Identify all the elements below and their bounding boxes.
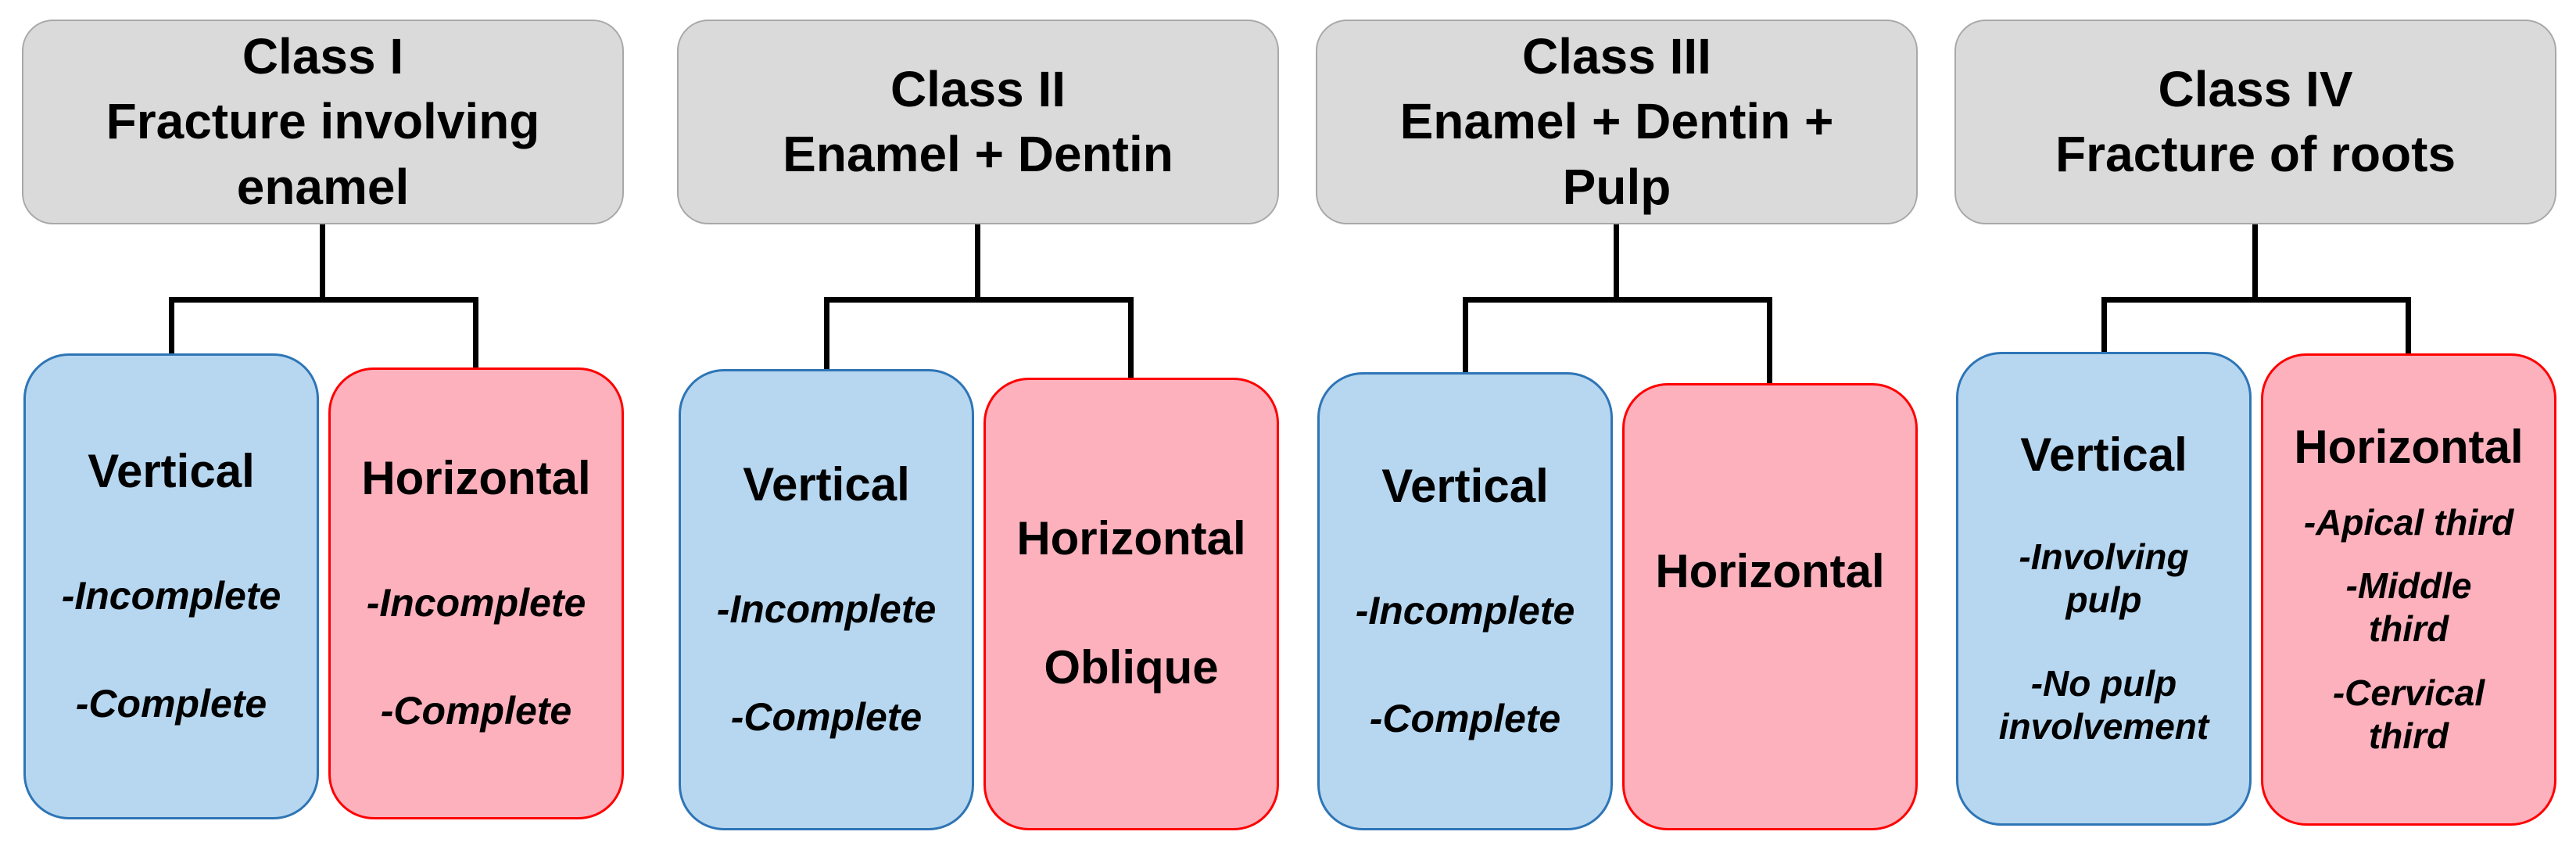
connector-drop-right [1767, 297, 1772, 385]
vertical-box-class-4: Vertical -Involving pulp -No pulp involv… [1956, 352, 2252, 826]
box-title: Vertical [2020, 428, 2187, 481]
box-item: Oblique [1044, 640, 1219, 694]
class-3-header: Class III Enamel + Dentin + Pulp [1316, 20, 1918, 224]
connector-bar [1463, 297, 1772, 303]
box-title: Horizontal [361, 452, 591, 504]
vertical-box-class-1: Vertical -Incomplete -Complete [23, 353, 319, 819]
box-title: Vertical [743, 458, 910, 511]
column-class-4: Class IV Fracture of roots Vertical -Inv… [1954, 0, 2556, 846]
box-item: -Complete [1369, 697, 1561, 740]
box-title: Vertical [88, 445, 255, 497]
connector-drop-left [824, 297, 829, 371]
connector-drop-left [1463, 297, 1468, 375]
horizontal-box-class-4: Horizontal -Apical third -Middle third -… [2261, 353, 2556, 826]
box-title: Horizontal [2294, 421, 2524, 474]
box-item: -Complete [380, 689, 572, 733]
connector-drop-left [2101, 297, 2107, 354]
box-item: -Middle third [2345, 565, 2472, 650]
box-title: Horizontal [1655, 545, 1885, 597]
class-2-header: Class II Enamel + Dentin [677, 20, 1279, 224]
connector-stem [2252, 224, 2258, 303]
vertical-box-class-3: Vertical -Incomplete -Complete [1317, 372, 1613, 830]
box-title: Vertical [1381, 460, 1549, 512]
box-item: -Involving pulp [2019, 536, 2189, 620]
box-item: -Complete [730, 695, 923, 739]
connector-bar [169, 297, 478, 303]
connector-drop-right [2406, 297, 2411, 356]
connector-bar [824, 297, 1134, 303]
connector-bar [2101, 297, 2411, 303]
box-title: Horizontal [1016, 511, 1246, 565]
horizontal-box-class-3: Horizontal [1622, 383, 1918, 830]
connector-drop-right [1128, 297, 1134, 380]
horizontal-box-class-1: Horizontal -Incomplete -Complete [328, 367, 624, 819]
column-class-3: Class III Enamel + Dentin + Pulp Vertica… [1316, 0, 1918, 846]
class-4-header: Class IV Fracture of roots [1954, 20, 2556, 224]
box-item: -Incomplete [366, 581, 586, 625]
connector-drop-left [169, 297, 174, 356]
connector-drop-right [473, 297, 478, 370]
box-item: -Incomplete [1355, 589, 1575, 633]
box-item: -Apical third [2303, 502, 2514, 543]
horizontal-box-class-2: Horizontal Oblique [983, 378, 1279, 830]
box-item: -Incomplete [61, 574, 281, 618]
connector-stem [975, 224, 980, 303]
column-class-2: Class II Enamel + Dentin Vertical -Incom… [677, 0, 1279, 846]
connector-stem [1614, 224, 1619, 303]
box-item: -Incomplete [716, 587, 937, 631]
box-item: -Cervical third [2332, 672, 2485, 756]
box-item: -Complete [75, 682, 267, 726]
class-1-header: Class I Fracture involving enamel [22, 20, 624, 224]
column-class-1: Class I Fracture involving enamel Vertic… [22, 0, 624, 846]
connector-stem [320, 224, 325, 303]
vertical-box-class-2: Vertical -Incomplete -Complete [679, 369, 974, 830]
box-item: -No pulp involvement [1998, 663, 2209, 747]
